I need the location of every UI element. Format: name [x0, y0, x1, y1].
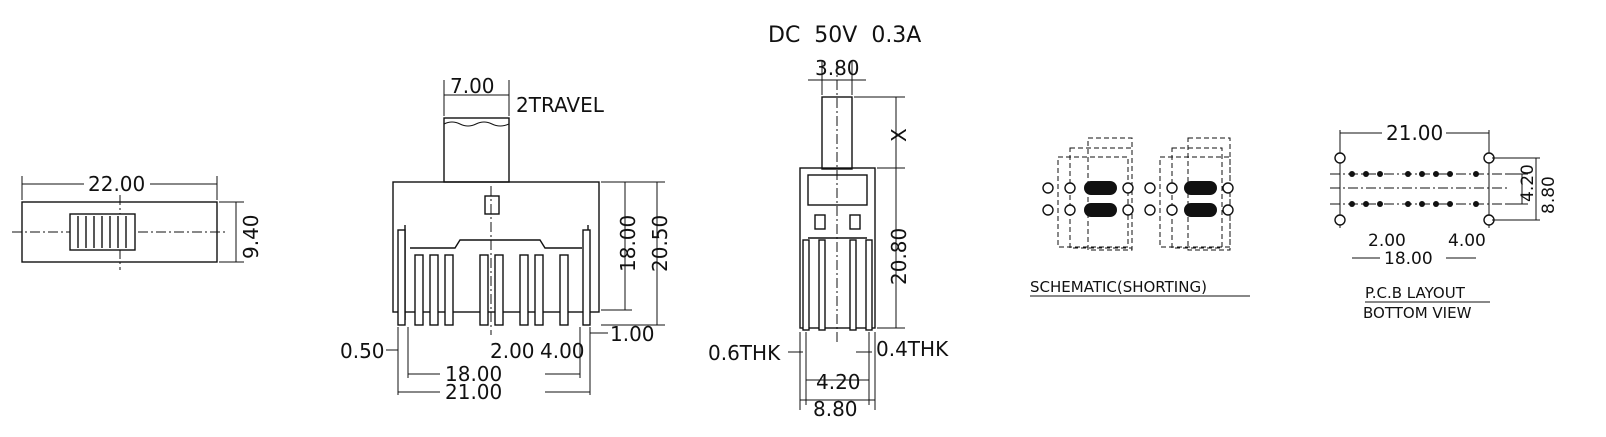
front-view: 7.00 2TRAVEL 18.00 20.50 1.00 0.50 2.00 …	[340, 74, 672, 404]
schematic-unit-1	[1042, 137, 1134, 251]
actuator-ridges	[77, 216, 127, 248]
side-actuator-width-dim: 3.80	[815, 56, 860, 80]
pitch-dim: 2.00	[490, 339, 535, 363]
pcb-caption-line2: BOTTOM VIEW	[1363, 304, 1472, 322]
rating-label: DC 50V 0.3A	[768, 23, 921, 48]
side-body-height-dim: 20.80	[887, 228, 911, 285]
top-view: 22.00 9.40	[12, 172, 263, 270]
front-pins	[414, 254, 569, 326]
top-width-dim: 22.00	[88, 172, 145, 196]
pcb-pitch-dim: 2.00	[1368, 231, 1406, 251]
side-view: 3.80 X 20.80 0.6THK 0.4THK 4.20 8.80	[708, 56, 949, 421]
schematic-unit-2	[1144, 137, 1234, 251]
pin-offset-dim: 0.50	[340, 339, 385, 363]
pcb-caption-line1: P.C.B LAYOUT	[1365, 284, 1466, 302]
pin-span-dim: 18.00	[445, 362, 502, 386]
pcb-gap-dim: 4.00	[1448, 231, 1486, 251]
front-actuator	[443, 117, 510, 183]
front-total-height-dim: 20.50	[648, 215, 672, 272]
schematic: SCHEMATIC(SHORTING)	[1030, 137, 1250, 297]
pcb-layout: 21.00 4.20 8.80 2.00 4.00 18.00 P.C.B LA…	[1330, 121, 1559, 322]
front-window	[484, 195, 500, 215]
pcb-holes	[1334, 152, 1495, 226]
actuator-width-dim: 7.00	[450, 74, 495, 98]
front-body-height-dim: 18.00	[616, 215, 640, 272]
travel-dim: 2TRAVEL	[516, 93, 605, 117]
side-pins	[802, 239, 873, 331]
pin-row-dim: 4.20	[816, 370, 861, 394]
group-gap-dim: 4.00	[540, 339, 585, 363]
pcb-depth-dim: 8.80	[1539, 176, 1559, 214]
schematic-caption: SCHEMATIC(SHORTING)	[1030, 278, 1207, 296]
pcb-width-dim: 21.00	[1386, 121, 1443, 145]
overall-width-dim: 21.00	[445, 380, 502, 404]
tab-dim: 1.00	[610, 322, 655, 346]
side-actuator	[821, 96, 853, 170]
right-thickness-dim: 0.4THK	[876, 337, 949, 361]
side-actuator-height-dim: X	[887, 128, 911, 142]
left-thickness-dim: 0.6THK	[708, 341, 781, 365]
pcb-row-dim: 4.20	[1518, 164, 1538, 202]
overall-depth-dim: 8.80	[813, 397, 858, 421]
top-height-dim: 9.40	[239, 214, 263, 259]
pcb-span-dim: 18.00	[1384, 249, 1433, 269]
